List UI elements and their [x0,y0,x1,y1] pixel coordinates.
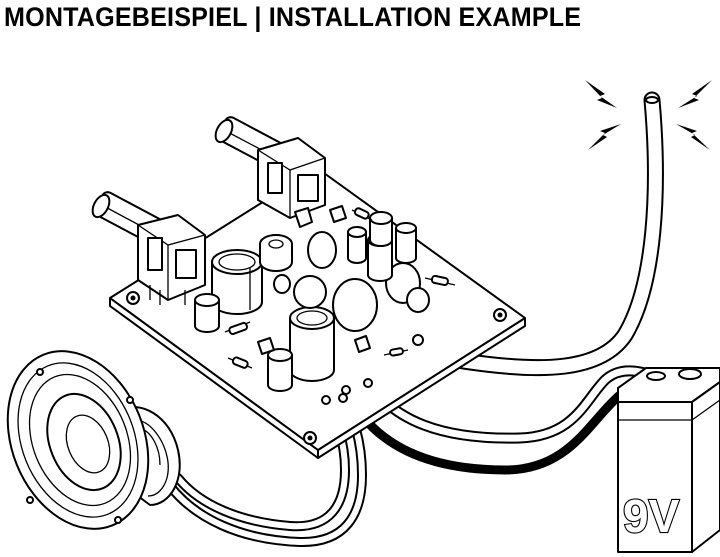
potentiometer-left [91,191,206,305]
page-title: MONTAGEBEISPIEL | INSTALLATION EXAMPLE [4,2,582,32]
potentiometer-top [214,116,326,219]
transistors [257,205,371,355]
small-capacitor [267,348,293,392]
battery-label: 9V [623,490,680,542]
battery-terminal [646,371,666,381]
electrolytic-capacitors-right [347,211,417,282]
electrolytic-capacitor [289,306,335,382]
small-capacitor [194,293,220,333]
signal-lightning-icon [585,80,712,150]
battery-terminal [678,368,702,380]
electrolytic-capacitor [211,249,263,315]
speaker-cone [46,392,122,492]
coil [259,234,293,272]
speaker [6,350,181,530]
resistors [224,207,456,369]
ceramic-capacitors [273,231,430,332]
wire-pads [321,334,424,405]
battery-9v: 9V [617,367,720,553]
